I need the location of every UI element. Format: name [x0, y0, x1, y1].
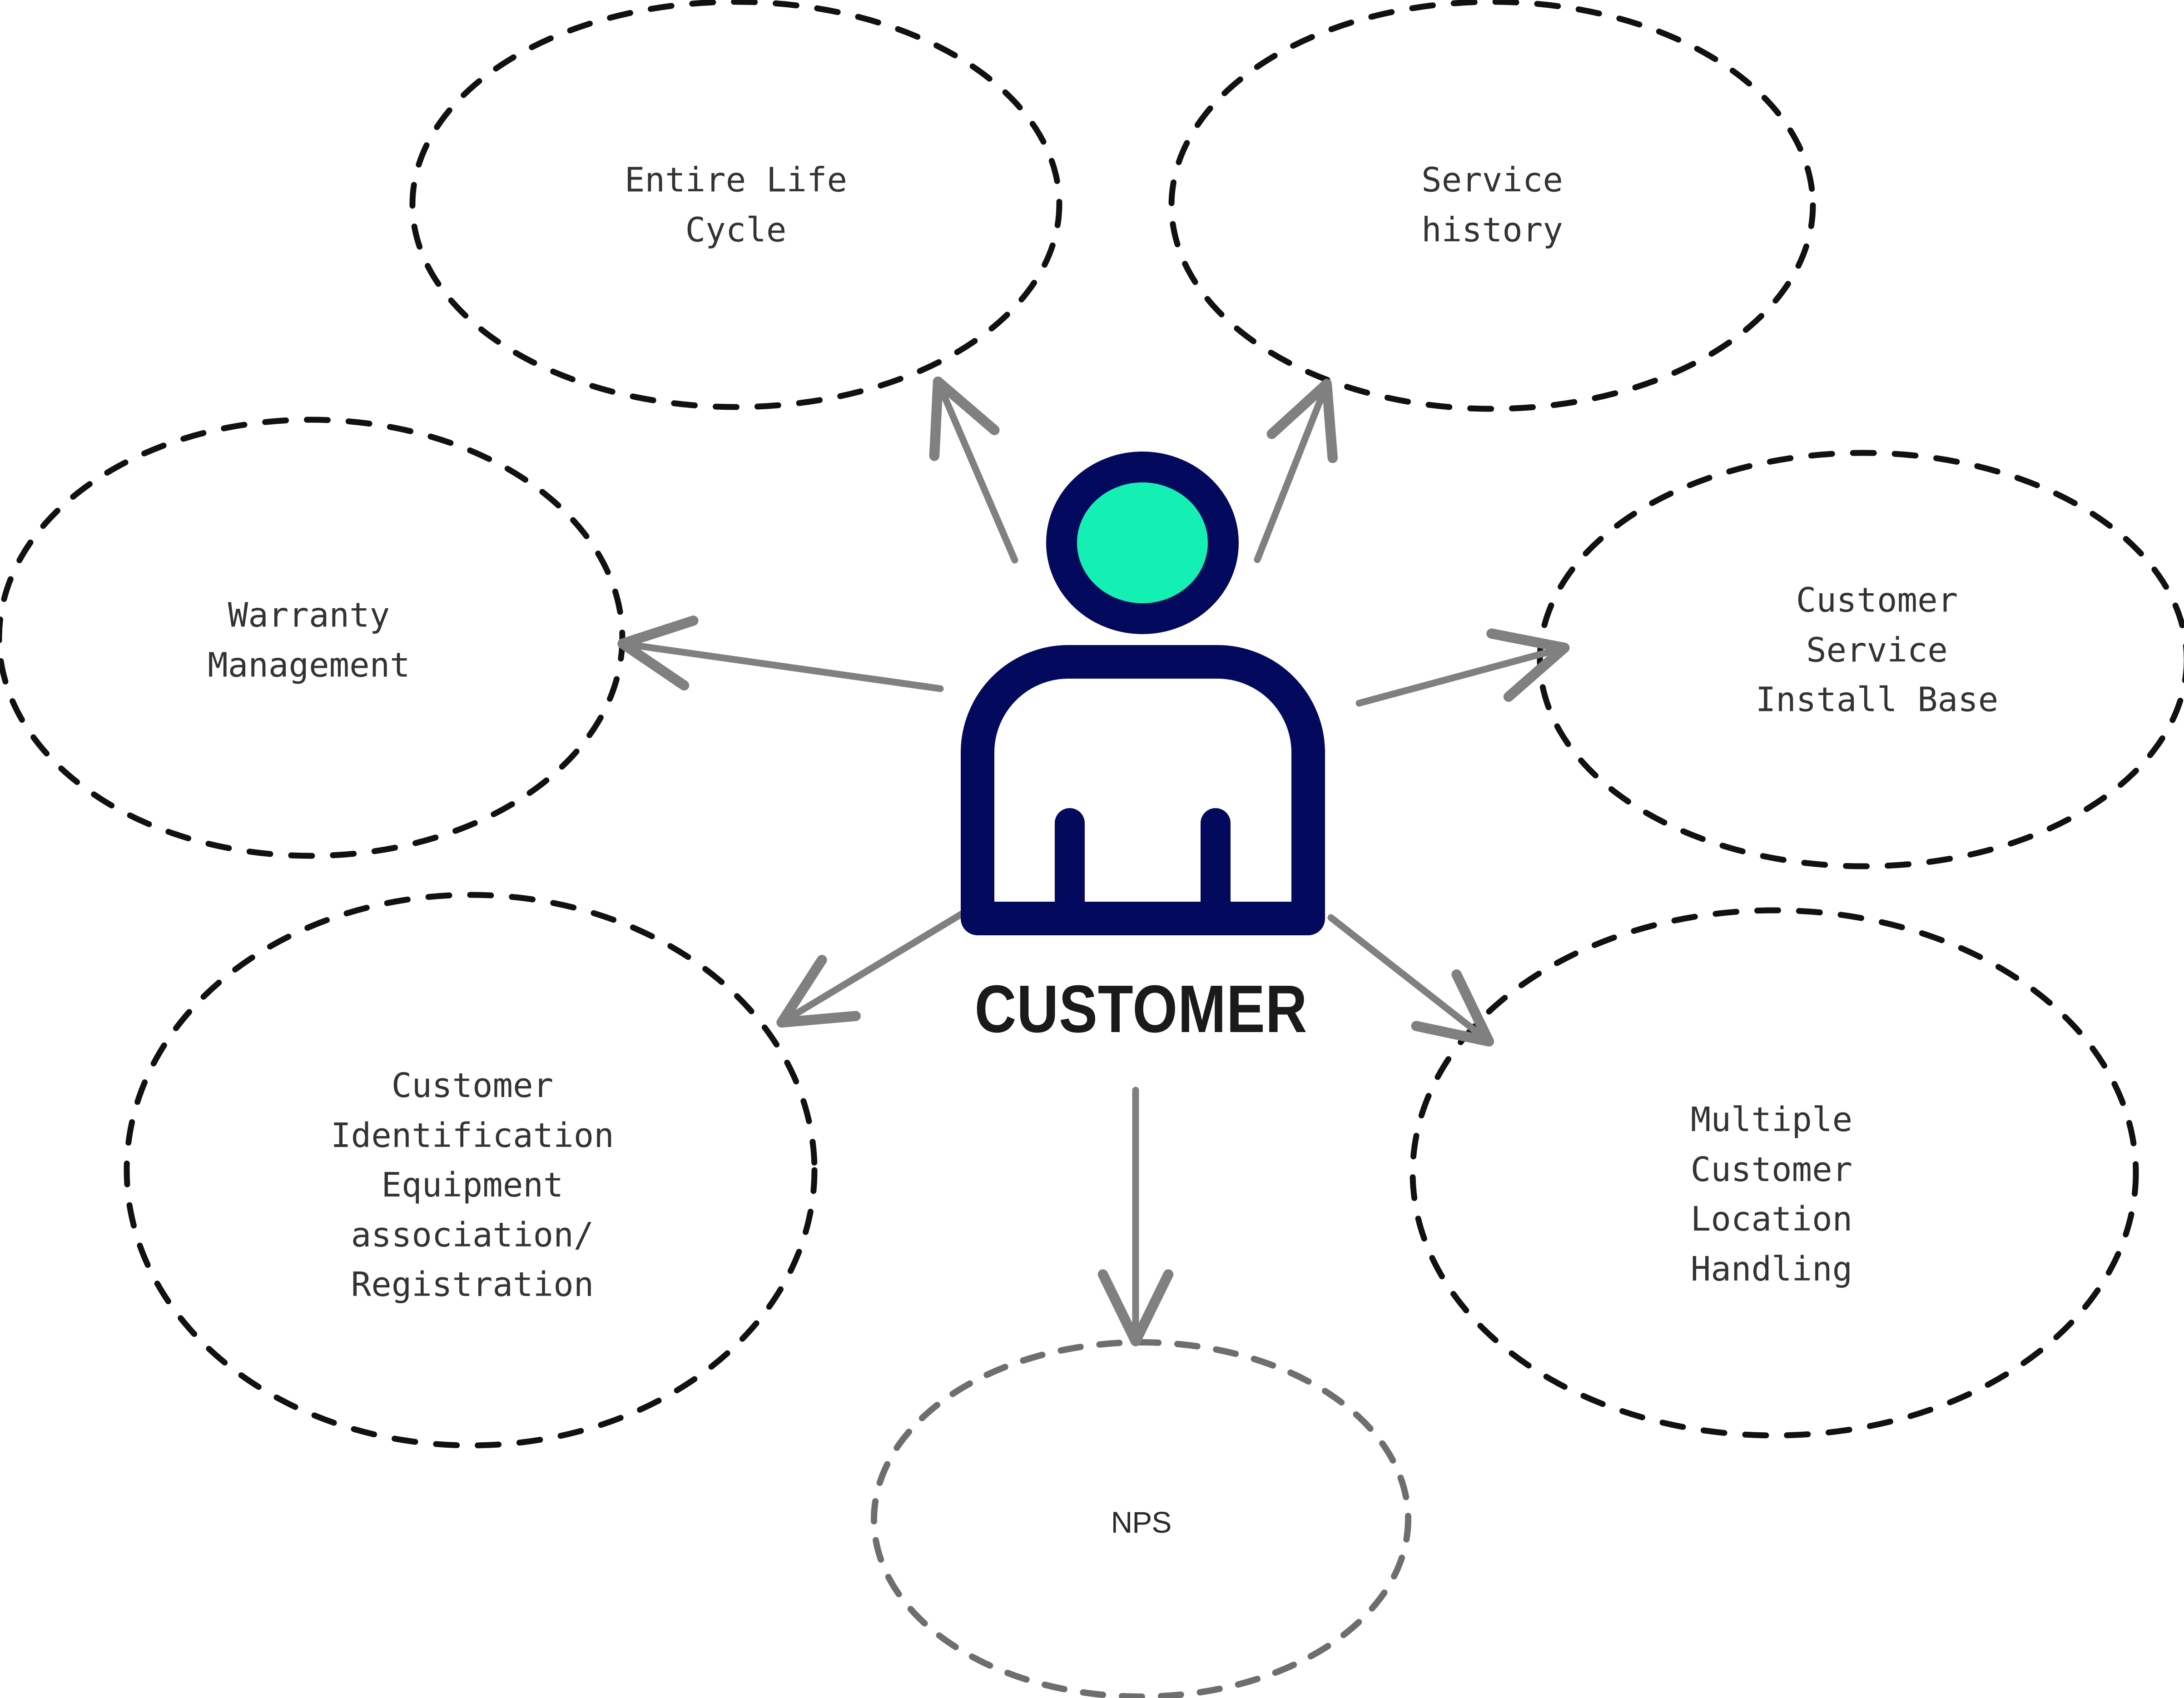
- connector-customer-to-multiple-customer-location-handling: [1327, 914, 1494, 1047]
- connector-customer-to-entire-life-cycle: [929, 376, 1018, 564]
- node-warranty-management[interactable]: [0, 420, 622, 856]
- node-multiple-customer-location-handling[interactable]: [1413, 910, 2136, 1435]
- person-icon: [961, 452, 1325, 935]
- node-ellipse-entire-life-cycle[interactable]: [409, 0, 1062, 410]
- person-body: [961, 645, 1325, 935]
- connector-customer-to-warranty-management: [617, 616, 944, 692]
- node-ellipse-service-history[interactable]: [1168, 0, 1816, 412]
- node-service-history[interactable]: [1171, 2, 1813, 409]
- node-ellipse-multiple-customer-location-handling[interactable]: [1410, 907, 2139, 1439]
- center-node-title: CUSTOMER: [948, 971, 1335, 1048]
- node-customer-center[interactable]: [937, 522, 1345, 1022]
- node-nps[interactable]: [874, 1342, 1408, 1697]
- node-entire-life-cycle[interactable]: [412, 2, 1059, 407]
- node-customer-service-install-base[interactable]: [1540, 453, 2184, 866]
- person-head-ring: [1046, 452, 1239, 634]
- node-ellipse-customer-identification[interactable]: [124, 892, 818, 1449]
- connector-customer-to-customer-identification: [776, 910, 965, 1028]
- center-node-title-text: CUSTOMER: [974, 972, 1308, 1047]
- connector-customer-to-customer-service-install-base: [1355, 628, 1570, 707]
- person-head-fill: [1077, 482, 1208, 603]
- node-customer-identification[interactable]: [127, 895, 814, 1445]
- connector-customer-to-service-history: [1254, 378, 1338, 563]
